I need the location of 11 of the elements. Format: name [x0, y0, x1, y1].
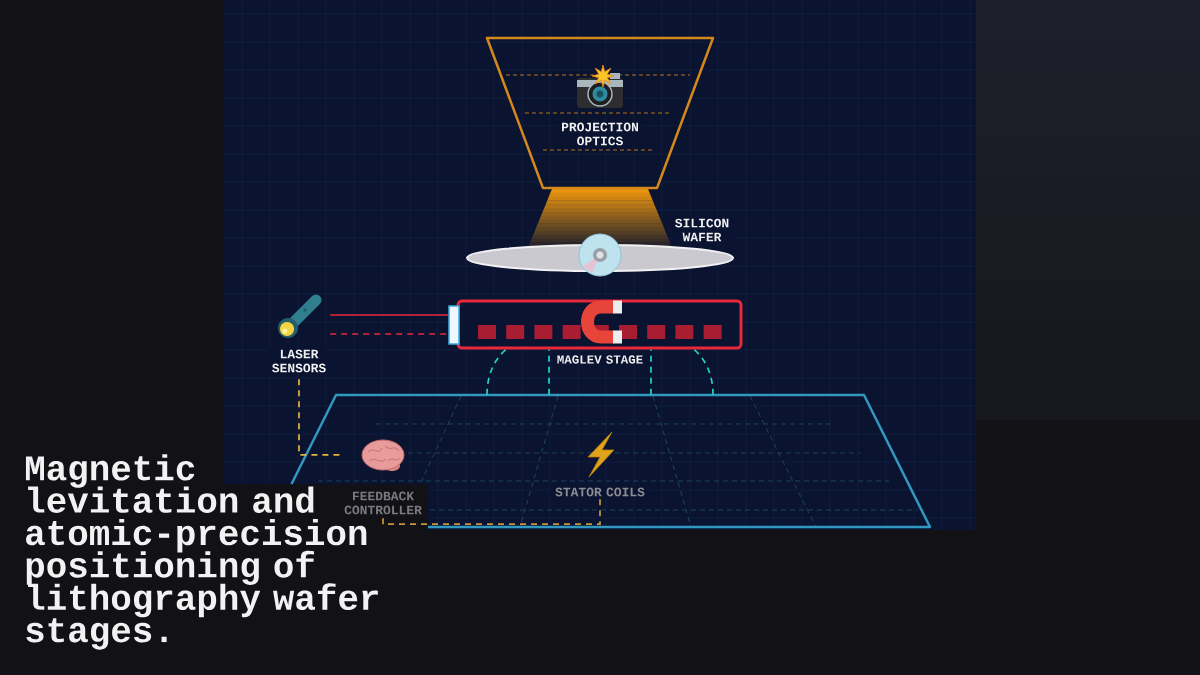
controller-label: FEEDBACK CONTROLLER — [344, 491, 422, 515]
field-line — [650, 348, 652, 396]
laser-beam — [329, 314, 450, 316]
field-line — [486, 348, 507, 396]
field-line — [693, 348, 714, 396]
field-line — [548, 348, 550, 396]
signal-line — [382, 497, 601, 526]
mirror-bar — [448, 305, 460, 345]
sensor-label: LASER SENSORS — [269, 348, 329, 374]
stage-label: MAGLEV STAGE — [551, 354, 649, 365]
signal-line — [298, 378, 342, 456]
